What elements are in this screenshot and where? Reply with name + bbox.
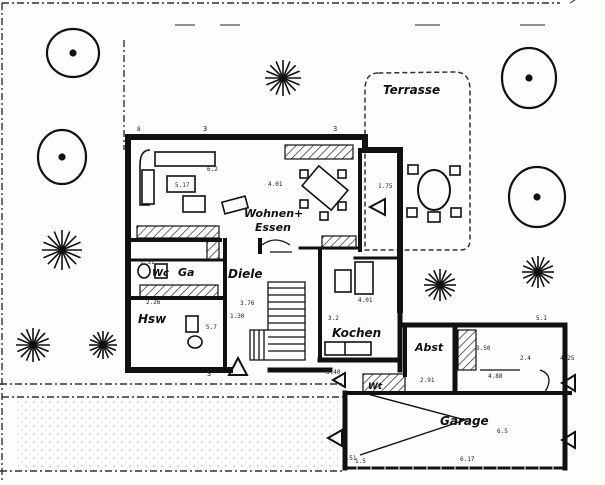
room-label-wt: Wt: [368, 382, 383, 392]
dimension-label: 5.7: [206, 324, 217, 331]
dimension-label: 3: [333, 125, 337, 133]
dimension-label: 6.5: [497, 428, 508, 435]
room-label-kochen: Kochen: [332, 326, 381, 340]
dimension-labels: 3 3 8 1.75 4.01 6.2 5.17 1.51 4.01 3.76 …: [137, 125, 575, 465]
tree-icon: [500, 46, 558, 110]
shrub-icon: [42, 230, 82, 270]
hatched-elements: [136, 144, 477, 393]
room-label-garage: Garage: [440, 414, 489, 428]
dimension-label: 1.5: [355, 458, 366, 465]
entry-markers: [227, 355, 576, 456]
room-label-abst: Abst: [414, 341, 444, 354]
tree-symbols: [36, 27, 567, 229]
room-label-hsw: Hsw: [138, 312, 167, 326]
dimension-label: 4.25: [560, 355, 575, 362]
dimension-label: 3.50: [476, 345, 491, 352]
room-label-essen: Essen: [255, 221, 291, 234]
room-label-wc: Wc: [152, 268, 169, 279]
room-label-ga: Ga: [178, 266, 194, 279]
dimension-label: 3: [203, 125, 207, 133]
dimension-label: 2.91: [420, 377, 435, 384]
dimension-label: 3.2: [328, 315, 339, 322]
dimension-label: 6.2: [207, 166, 218, 173]
shrub-icon: [265, 60, 301, 96]
room-labels: Terrasse Wohnen+ Essen Wc Ga Diele Hsw K…: [138, 83, 489, 428]
dimension-label: 3.76: [240, 300, 255, 307]
room-label-diele: Diele: [228, 267, 262, 281]
dimension-label: 3.40: [326, 369, 341, 376]
terrace: [364, 71, 471, 251]
tree-icon: [507, 165, 567, 229]
dimension-label: 8: [137, 126, 141, 133]
room-label-wohnen: Wohnen+: [244, 207, 303, 220]
shrub-icon: [424, 269, 456, 301]
tree-icon: [45, 27, 101, 79]
staircase: [249, 281, 306, 361]
dimension-label: 4.88: [488, 373, 503, 380]
dimension-label: 2.4: [520, 355, 531, 362]
dimension-label: 5.1: [536, 315, 547, 322]
dimension-label: 1.51: [140, 259, 155, 266]
dimension-label: 1.51: [342, 455, 357, 462]
shrub-icon: [16, 328, 50, 362]
dimension-label: 2.26: [146, 299, 161, 306]
dimension-label: 1.75: [378, 183, 393, 190]
dimension-label: 1.30: [230, 313, 245, 320]
shrub-icon: [522, 256, 554, 288]
dimension-label: 6.17: [460, 456, 475, 463]
shrub-icon: [89, 331, 117, 359]
garden-area: [18, 395, 338, 470]
dimension-label: 3: [207, 370, 211, 378]
room-label-terrasse: Terrasse: [383, 83, 440, 97]
dimension-label: 4.01: [268, 181, 283, 188]
tree-icon: [36, 128, 88, 186]
house-walls: [125, 134, 572, 471]
dimension-label: 4.01: [358, 297, 373, 304]
shrub-symbols: [16, 60, 554, 362]
door-swings: [261, 239, 550, 393]
top-markers: [175, 0, 576, 26]
dimension-label: 5.17: [175, 182, 190, 189]
furniture: [137, 149, 374, 356]
